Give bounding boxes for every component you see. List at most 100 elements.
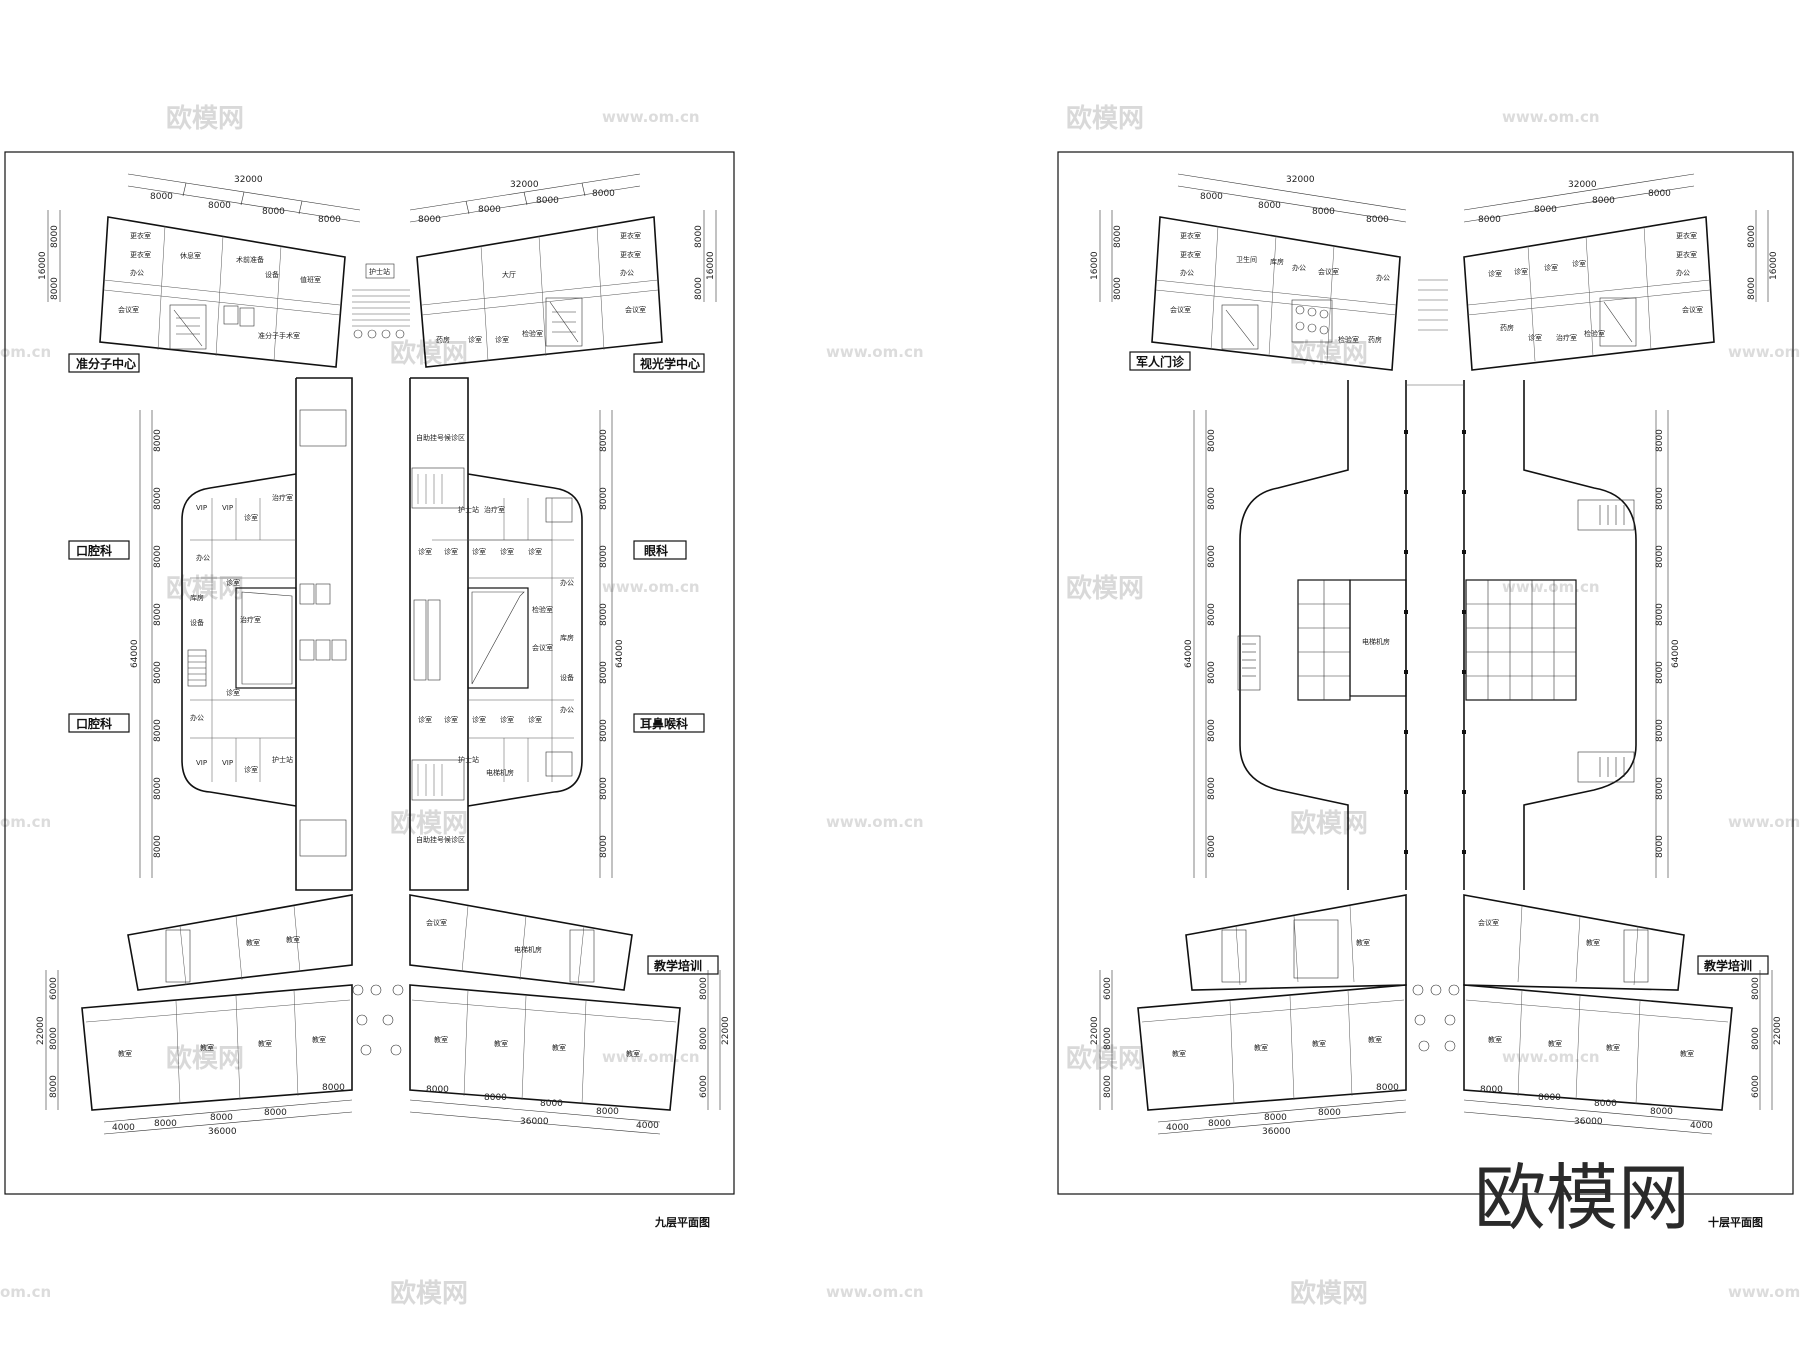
- room-label: 办公: [560, 705, 574, 714]
- watermark-logo: 欧模网: [1066, 573, 1144, 604]
- room-label: 诊室: [472, 715, 486, 724]
- room-label: 诊室: [528, 715, 542, 724]
- room-label: 库房: [190, 593, 204, 602]
- room-label: 教室: [1312, 1039, 1326, 1048]
- room-label: 会议室: [118, 305, 139, 314]
- dim-bottom-left-total: 36000: [208, 1127, 237, 1137]
- dim-bottom-left-part: 4000: [112, 1123, 135, 1133]
- watermark-logo: 欧模网: [166, 103, 244, 134]
- watermark-url: www.om.cn: [1728, 343, 1800, 361]
- dim-top-right-part: 8000: [1534, 205, 1557, 215]
- dim-bottom-left-part: 8000: [1376, 1083, 1399, 1093]
- dim-left-wing-part: 8000: [1113, 225, 1123, 248]
- dim-right-body-part: 8000: [599, 487, 609, 510]
- room-label: 教室: [434, 1035, 448, 1044]
- ninth-floor-plan: 32000 8000 8000 8000 8000 32000 8000 800…: [4, 151, 735, 1229]
- room-label: 电梯机房: [486, 768, 514, 777]
- dim-right-body-part: 8000: [599, 835, 609, 858]
- watermark-layer: 欧模网 www.om.cn 欧模网 www.om.cn om.cn 欧模网 ww…: [0, 103, 1800, 1309]
- watermark-logo: 欧模网: [1290, 1278, 1368, 1309]
- room-label: 会议室: [426, 918, 447, 927]
- dim-top-right-part: 8000: [418, 215, 441, 225]
- room-label: 库房: [1270, 257, 1284, 266]
- wing-side-dimensions: 16000 8000 8000 16000 8000 8000: [1090, 210, 1779, 302]
- dim-right-body-part: 8000: [599, 603, 609, 626]
- room-label: 治疗室: [484, 505, 505, 514]
- room-label: 教室: [1488, 1035, 1502, 1044]
- dim-bottom-wing-left-part: 8000: [49, 1075, 59, 1098]
- room-label: 办公: [1292, 263, 1306, 272]
- room-label: 更衣室: [1180, 231, 1201, 240]
- dim-bottom-wing-left-part: 6000: [49, 977, 59, 1000]
- top-dimensions: 32000 8000 8000 8000 8000 32000 8000 800…: [1177, 173, 1695, 225]
- watermark-logo: 欧模网: [1290, 338, 1368, 369]
- dept-label-military: 军人门诊: [1136, 354, 1185, 369]
- room-label: VIP: [196, 759, 207, 767]
- room-label: 教室: [1606, 1043, 1620, 1052]
- bottom-section: 教室 教室 会议室 电梯机房 教室 教室 教室 教室 教室 教室 教室 教室: [81, 894, 681, 1111]
- room-label: 更衣室: [130, 250, 151, 259]
- room-label: 办公: [560, 578, 574, 587]
- watermark-url: www.om.cn: [826, 813, 924, 831]
- dim-right-body-part: 8000: [1655, 719, 1665, 742]
- room-label: 诊室: [500, 715, 514, 724]
- room-label: 办公: [1180, 268, 1194, 277]
- dim-left-body-part: 8000: [1207, 429, 1217, 452]
- dim-bottom-left-part: 8000: [322, 1083, 345, 1093]
- dim-left-wing-part: 8000: [50, 277, 60, 300]
- top-center-hall: [1418, 279, 1448, 331]
- room-label: 教室: [494, 1039, 508, 1048]
- dim-right-body-part: 8000: [1655, 487, 1665, 510]
- room-label: 诊室: [444, 715, 458, 724]
- room-label: 更衣室: [620, 250, 641, 259]
- bottom-section: 教室 会议室 教室 教室 教室 教室 教室 教室 教室 教室 教室: [1137, 894, 1733, 1111]
- dim-top-right-part: 8000: [1592, 196, 1615, 206]
- room-label: 检验室: [1584, 329, 1605, 338]
- drawing-frame: [1057, 151, 1794, 1195]
- room-label: 值班室: [300, 275, 321, 284]
- department-labels: 准分子中心 视光学中心 口腔科 眼科 口腔科 耳鼻喉科 教学培训: [68, 353, 719, 975]
- dim-right-body-part: 8000: [1655, 545, 1665, 568]
- dim-bottom-right-part: 8000: [540, 1099, 563, 1109]
- dim-bottom-right-part: 8000: [596, 1107, 619, 1117]
- watermark-url: om.cn: [0, 1283, 51, 1301]
- dim-right-wing-part: 8000: [1747, 277, 1757, 300]
- watermark-url: www.om.cn: [1502, 578, 1600, 596]
- dim-bottom-wing-right-part: 6000: [699, 1075, 709, 1098]
- dim-bottom-right-part: 8000: [1594, 1099, 1617, 1109]
- room-label: 准分子手术室: [258, 331, 300, 340]
- plan-title: 十层平面图: [1708, 1215, 1763, 1229]
- dim-bottom-right-total: 36000: [520, 1117, 549, 1127]
- room-label: 诊室: [1544, 263, 1558, 272]
- room-label: 药房: [436, 335, 450, 344]
- dept-label-ophthalmology: 眼科: [644, 543, 668, 558]
- dim-bottom-left-total: 36000: [1262, 1127, 1291, 1137]
- room-label: 药房: [1368, 335, 1382, 344]
- watermark-url: www.om.cn: [602, 1048, 700, 1066]
- room-label: 治疗室: [240, 615, 261, 624]
- watermark-logo: 欧模网: [390, 1278, 468, 1309]
- dept-label-optometry: 视光学中心: [640, 356, 700, 371]
- watermark-url: www.om.cn: [826, 1283, 924, 1301]
- dim-left-body-part: 8000: [1207, 719, 1217, 742]
- room-label: 教室: [1548, 1039, 1562, 1048]
- room-label: 教室: [1172, 1049, 1186, 1058]
- dim-right-body-part: 8000: [1655, 835, 1665, 858]
- room-label: 教室: [626, 1049, 640, 1058]
- room-label: 诊室: [244, 765, 258, 774]
- dim-bottom-right-part: 4000: [1690, 1121, 1713, 1131]
- watermark-url: www.om.cn: [826, 343, 924, 361]
- room-label: 教室: [246, 938, 260, 947]
- dim-left-body-part: 8000: [153, 777, 163, 800]
- room-label: 诊室: [500, 547, 514, 556]
- bottom-side-dimensions: 22000 6000 8000 8000 22000 8000 8000 600…: [1090, 970, 1783, 1110]
- watermark-logo: 欧模网: [1066, 1043, 1144, 1074]
- room-label: 治疗室: [1556, 333, 1577, 342]
- dim-top-left-part: 8000: [1200, 192, 1223, 202]
- room-label: 库房: [560, 633, 574, 642]
- room-label: VIP: [222, 504, 233, 512]
- top-right-wing: 更衣室 更衣室 办公 会议室 诊室 诊室 诊室 诊室 药房 诊室 治疗室 检验室: [1463, 216, 1715, 371]
- room-label: 电梯机房: [1362, 637, 1390, 646]
- room-label: 休息室: [180, 251, 201, 260]
